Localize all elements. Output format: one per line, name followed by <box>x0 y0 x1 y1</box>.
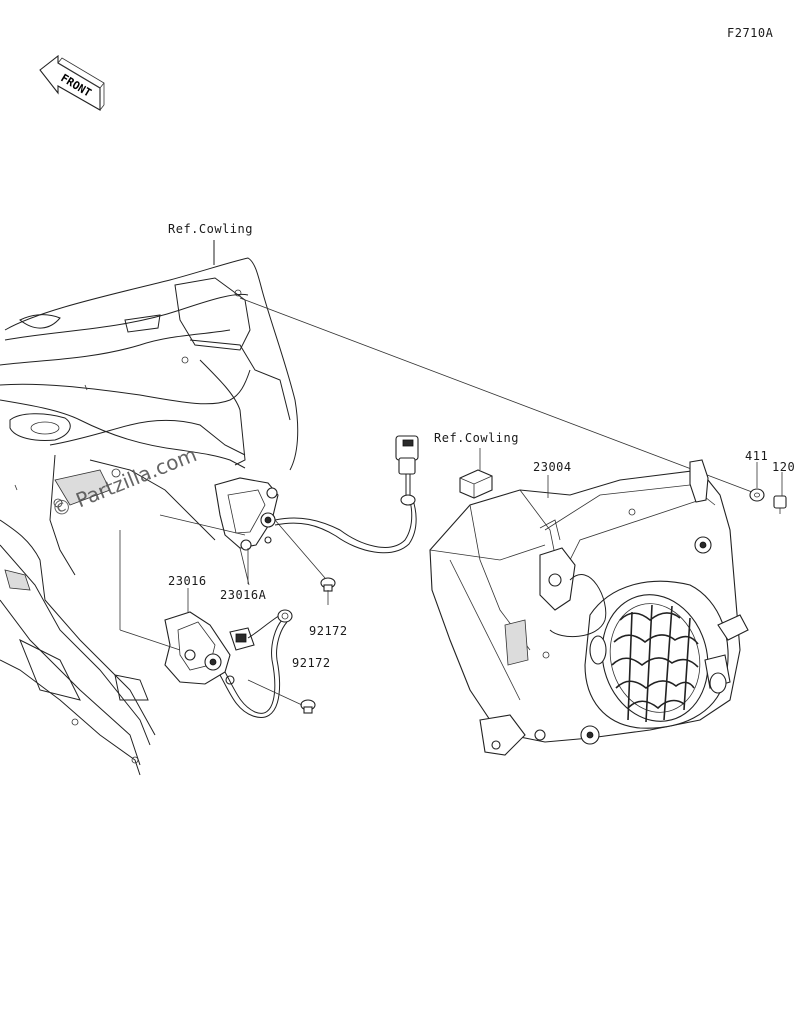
lens-mesh <box>611 604 699 723</box>
callout-92172-upper: 92172 <box>309 624 348 638</box>
leader-cowling-to-411 <box>239 297 753 493</box>
connector-upper <box>395 435 419 506</box>
callout-23016A: 23016A <box>220 588 267 602</box>
front-arrow-icon: FRONT <box>39 54 105 111</box>
callout-23004: 23004 <box>533 460 572 474</box>
callout-ref-cowling-top: Ref.Cowling <box>168 222 253 236</box>
sensor-wire-upper <box>274 494 413 548</box>
cowling-outline <box>0 257 299 776</box>
figure-code: F2710A <box>727 26 774 40</box>
bolt-92172-upper <box>320 577 336 605</box>
sensor-23016 <box>119 530 255 685</box>
sensor-wire-lower <box>224 619 283 714</box>
connector-lower <box>277 609 293 623</box>
bolt-120 <box>773 472 787 514</box>
callout-411: 411 <box>745 449 769 463</box>
callout-ref-cowling-right: Ref.Cowling <box>434 431 519 445</box>
cowling-clip <box>459 448 493 499</box>
sensor-23016A <box>159 477 326 586</box>
bolt-92172-lower <box>247 679 316 714</box>
callout-23016: 23016 <box>168 574 207 588</box>
washer-411 <box>749 462 765 502</box>
callout-92172-lower: 92172 <box>292 656 331 670</box>
callout-120: 120 <box>772 460 796 474</box>
headlight-23004 <box>429 459 749 756</box>
